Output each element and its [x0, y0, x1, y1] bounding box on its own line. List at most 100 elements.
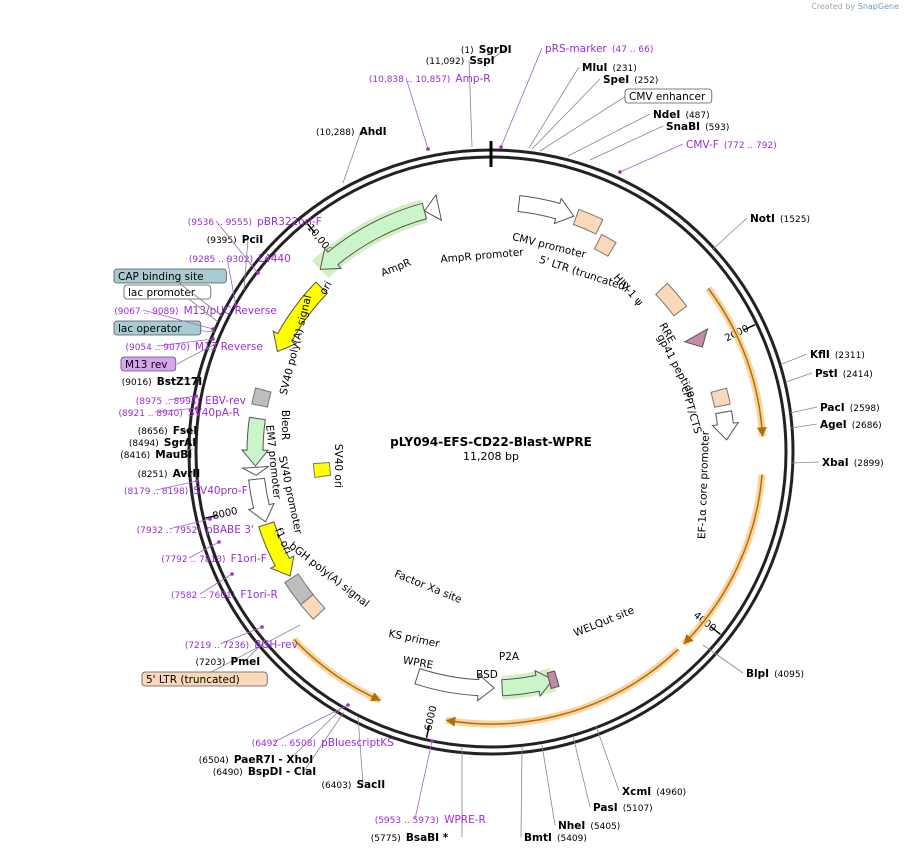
- feature-wpre[interactable]: [414, 667, 495, 702]
- annotation-position: (6490): [213, 768, 243, 778]
- annotation-bsabi[interactable]: (5775) BsaBI *: [371, 746, 463, 845]
- annotation-name: BlpI: [746, 668, 769, 680]
- annotation-fsei[interactable]: (8656) FseI: [138, 419, 197, 438]
- annotation-pbluescriptks[interactable]: (6492 .. 6508) pBluescriptKS: [252, 703, 394, 750]
- feature-cppt-cts[interactable]: [710, 387, 731, 408]
- annotation-spei[interactable]: SpeI (252): [531, 68, 658, 150]
- annotation-pbabe-3[interactable]: (7932 .. 7952) pBABE 3': [137, 517, 254, 537]
- annotation-agei[interactable]: AgeI (2686): [790, 413, 882, 432]
- annotation-leader: [177, 472, 194, 475]
- feature-p2a[interactable]: [546, 670, 560, 690]
- annotation-cmv-f[interactable]: CMV-F (772 .. 792): [618, 133, 777, 174]
- annotation-amp-r[interactable]: (10,838 .. 10,857) Amp-R: [369, 67, 491, 151]
- orf-arrow[interactable]: [445, 648, 679, 725]
- feature-gp41-peptide[interactable]: [683, 327, 709, 348]
- annotation-sgrdi[interactable]: (1) SgrDI: [461, 38, 512, 61]
- feature-sv40-promoter[interactable]: [247, 477, 275, 523]
- annotation-blpi[interactable]: BlpI (4095): [702, 644, 804, 681]
- annotation-leader: [539, 95, 627, 152]
- feature-ampr[interactable]: [319, 202, 428, 270]
- orf-arrowhead: [683, 634, 694, 645]
- annotation-paer7i[interactable]: (6504) PaeR7I - XhoI: [199, 709, 341, 767]
- annotation-text: (5775) BsaBI *: [371, 826, 449, 845]
- annotation-pmei[interactable]: (7203) PmeI: [195, 639, 267, 669]
- feature-hiv-1[interactable]: [593, 233, 617, 257]
- annotation-paci[interactable]: PacI (2598): [789, 396, 880, 415]
- feature-bgh-poly-a-signal[interactable]: [284, 573, 314, 606]
- annotation-l4440[interactable]: (9285 .. 9302) L4440: [189, 247, 291, 308]
- feature-ampr-promoter[interactable]: [423, 193, 443, 222]
- orf-arrow[interactable]: [683, 474, 763, 645]
- annotation-prs-marker[interactable]: pRS-marker (47 .. 66): [499, 37, 653, 149]
- annotation-avrii[interactable]: (8251) AvrII: [138, 462, 201, 481]
- feature-5-ltr-truncated[interactable]: [572, 208, 604, 235]
- annotation-leader: [790, 461, 820, 464]
- feature-rre[interactable]: [654, 282, 688, 317]
- annotation-xcmi[interactable]: XcmI (4960): [595, 725, 686, 799]
- feature-bleor[interactable]: [240, 416, 270, 467]
- annotation-f1ori-r[interactable]: (7582 .. 7601) F1ori-R: [171, 572, 278, 602]
- annotation-mlui[interactable]: MluI (231): [528, 56, 637, 149]
- annotation-label: CMV enhancer: [629, 91, 706, 103]
- feature-ori[interactable]: [272, 281, 329, 353]
- annotation-sv40pro-f[interactable]: (8179 .. 8198) SV40pro-F: [124, 479, 248, 498]
- feature-ef-1-core-promoter[interactable]: [711, 410, 740, 441]
- annotation-bspdi[interactable]: (6490) BspDI - ClaI: [213, 711, 345, 779]
- annotation-name: pBABE 3': [206, 524, 254, 536]
- annotation-name: PstI: [815, 368, 838, 380]
- annotation-name: BsaBI: [406, 832, 439, 844]
- annotation-position: (2598): [850, 404, 880, 414]
- annotation-bmti[interactable]: BmtI (5409): [520, 746, 587, 845]
- annotation-bgh-rev[interactable]: (7219 .. 7236) BGH-rev: [185, 625, 298, 652]
- annotation-pcii[interactable]: (9395) PciI: [207, 228, 263, 291]
- annotation-noti[interactable]: NotI (1525): [711, 207, 810, 251]
- feature-sv40-poly-a-signal[interactable]: [251, 387, 272, 408]
- annotation-leader: [595, 725, 620, 792]
- annotation-sv40pa-r[interactable]: (8921 .. 8940) SV40pA-R: [119, 401, 240, 420]
- primer-mark: [426, 147, 430, 151]
- annotation-text: (8975 .. 8994) EBV-rev: [136, 389, 246, 408]
- orf-arrow[interactable]: [707, 287, 764, 437]
- annotation-kfli[interactable]: KflI (2311): [781, 343, 865, 365]
- annotation-m13-puc-reverse[interactable]: (9067 .. 9089) M13/pUC Reverse: [114, 299, 277, 331]
- annotation-m13-rev[interactable]: M13 rev: [120, 342, 218, 372]
- annotation-lac-operator[interactable]: lac operator: [113, 320, 216, 336]
- annotation-maubi[interactable]: (8416) MauBI: [120, 443, 194, 462]
- annotation-m13-reverse[interactable]: (9054 .. 9070) M13 Reverse: [125, 335, 263, 354]
- annotation-leader: [500, 47, 543, 148]
- annotation-pbr322ori-f[interactable]: (9536 .. 9555) pBR322ori-F: [188, 210, 322, 275]
- annotation-xbai[interactable]: XbaI (2899): [790, 451, 884, 470]
- annotation-ahdi[interactable]: (10,288) AhdI: [316, 120, 387, 184]
- annotation-text: (6403) SacII: [321, 773, 385, 792]
- annotation-snabi[interactable]: SnaBI (593): [589, 115, 729, 161]
- annotation-leader: [528, 66, 580, 149]
- annotation-lac-promoter[interactable]: lac promoter: [123, 284, 219, 323]
- annotation-sspi[interactable]: (11,092) SspI: [426, 49, 495, 148]
- annotation-f1ori-f[interactable]: (7792 .. 7813) F1ori-F: [161, 540, 267, 566]
- annotation-cap-binding-site[interactable]: CAP binding site: [113, 268, 227, 317]
- feature-cmv-promoter[interactable]: [517, 195, 575, 225]
- annotation-bstz17i[interactable]: (9016) BstZ17I: [122, 370, 202, 389]
- annotation-pasi[interactable]: PasI (5107): [572, 735, 653, 815]
- annotation-psti[interactable]: PstI (2414): [785, 362, 873, 383]
- annotation-sacii[interactable]: (6403) SacII: [321, 716, 385, 792]
- annotation-text: PstI (2414): [815, 362, 873, 381]
- tick-label: 6000: [423, 705, 439, 732]
- annotation-sgrai[interactable]: (8494) SgrAI: [129, 431, 196, 450]
- annotation-ndei[interactable]: NdeI (487): [567, 103, 710, 157]
- feature-sv40-ori[interactable]: [312, 461, 332, 479]
- annotation-cmv-enhancer[interactable]: CMV enhancer: [539, 88, 713, 152]
- annotation-text: XbaI (2899): [822, 451, 884, 470]
- annotation-position: (252): [634, 76, 658, 86]
- annotation-name: KflI: [810, 349, 830, 361]
- feature-5-ltr-truncated-b[interactable]: [299, 593, 326, 620]
- annotation-5-ltr-truncated[interactable]: 5' LTR (truncated): [141, 624, 301, 687]
- annotation-name: NotI: [750, 213, 775, 225]
- annotation-wpre-r[interactable]: (5953 .. 5973) WPRE-R: [375, 739, 486, 827]
- annotation-ebv-rev[interactable]: (8975 .. 8994) EBV-rev: [136, 389, 246, 408]
- feature-bsd[interactable]: [501, 669, 554, 698]
- annotation-nhei[interactable]: NheI (5405): [541, 744, 620, 833]
- feature-em7-promoter[interactable]: [240, 465, 271, 476]
- annotation-text: NheI (5405): [558, 814, 620, 833]
- feature-f1-ori[interactable]: [258, 521, 295, 577]
